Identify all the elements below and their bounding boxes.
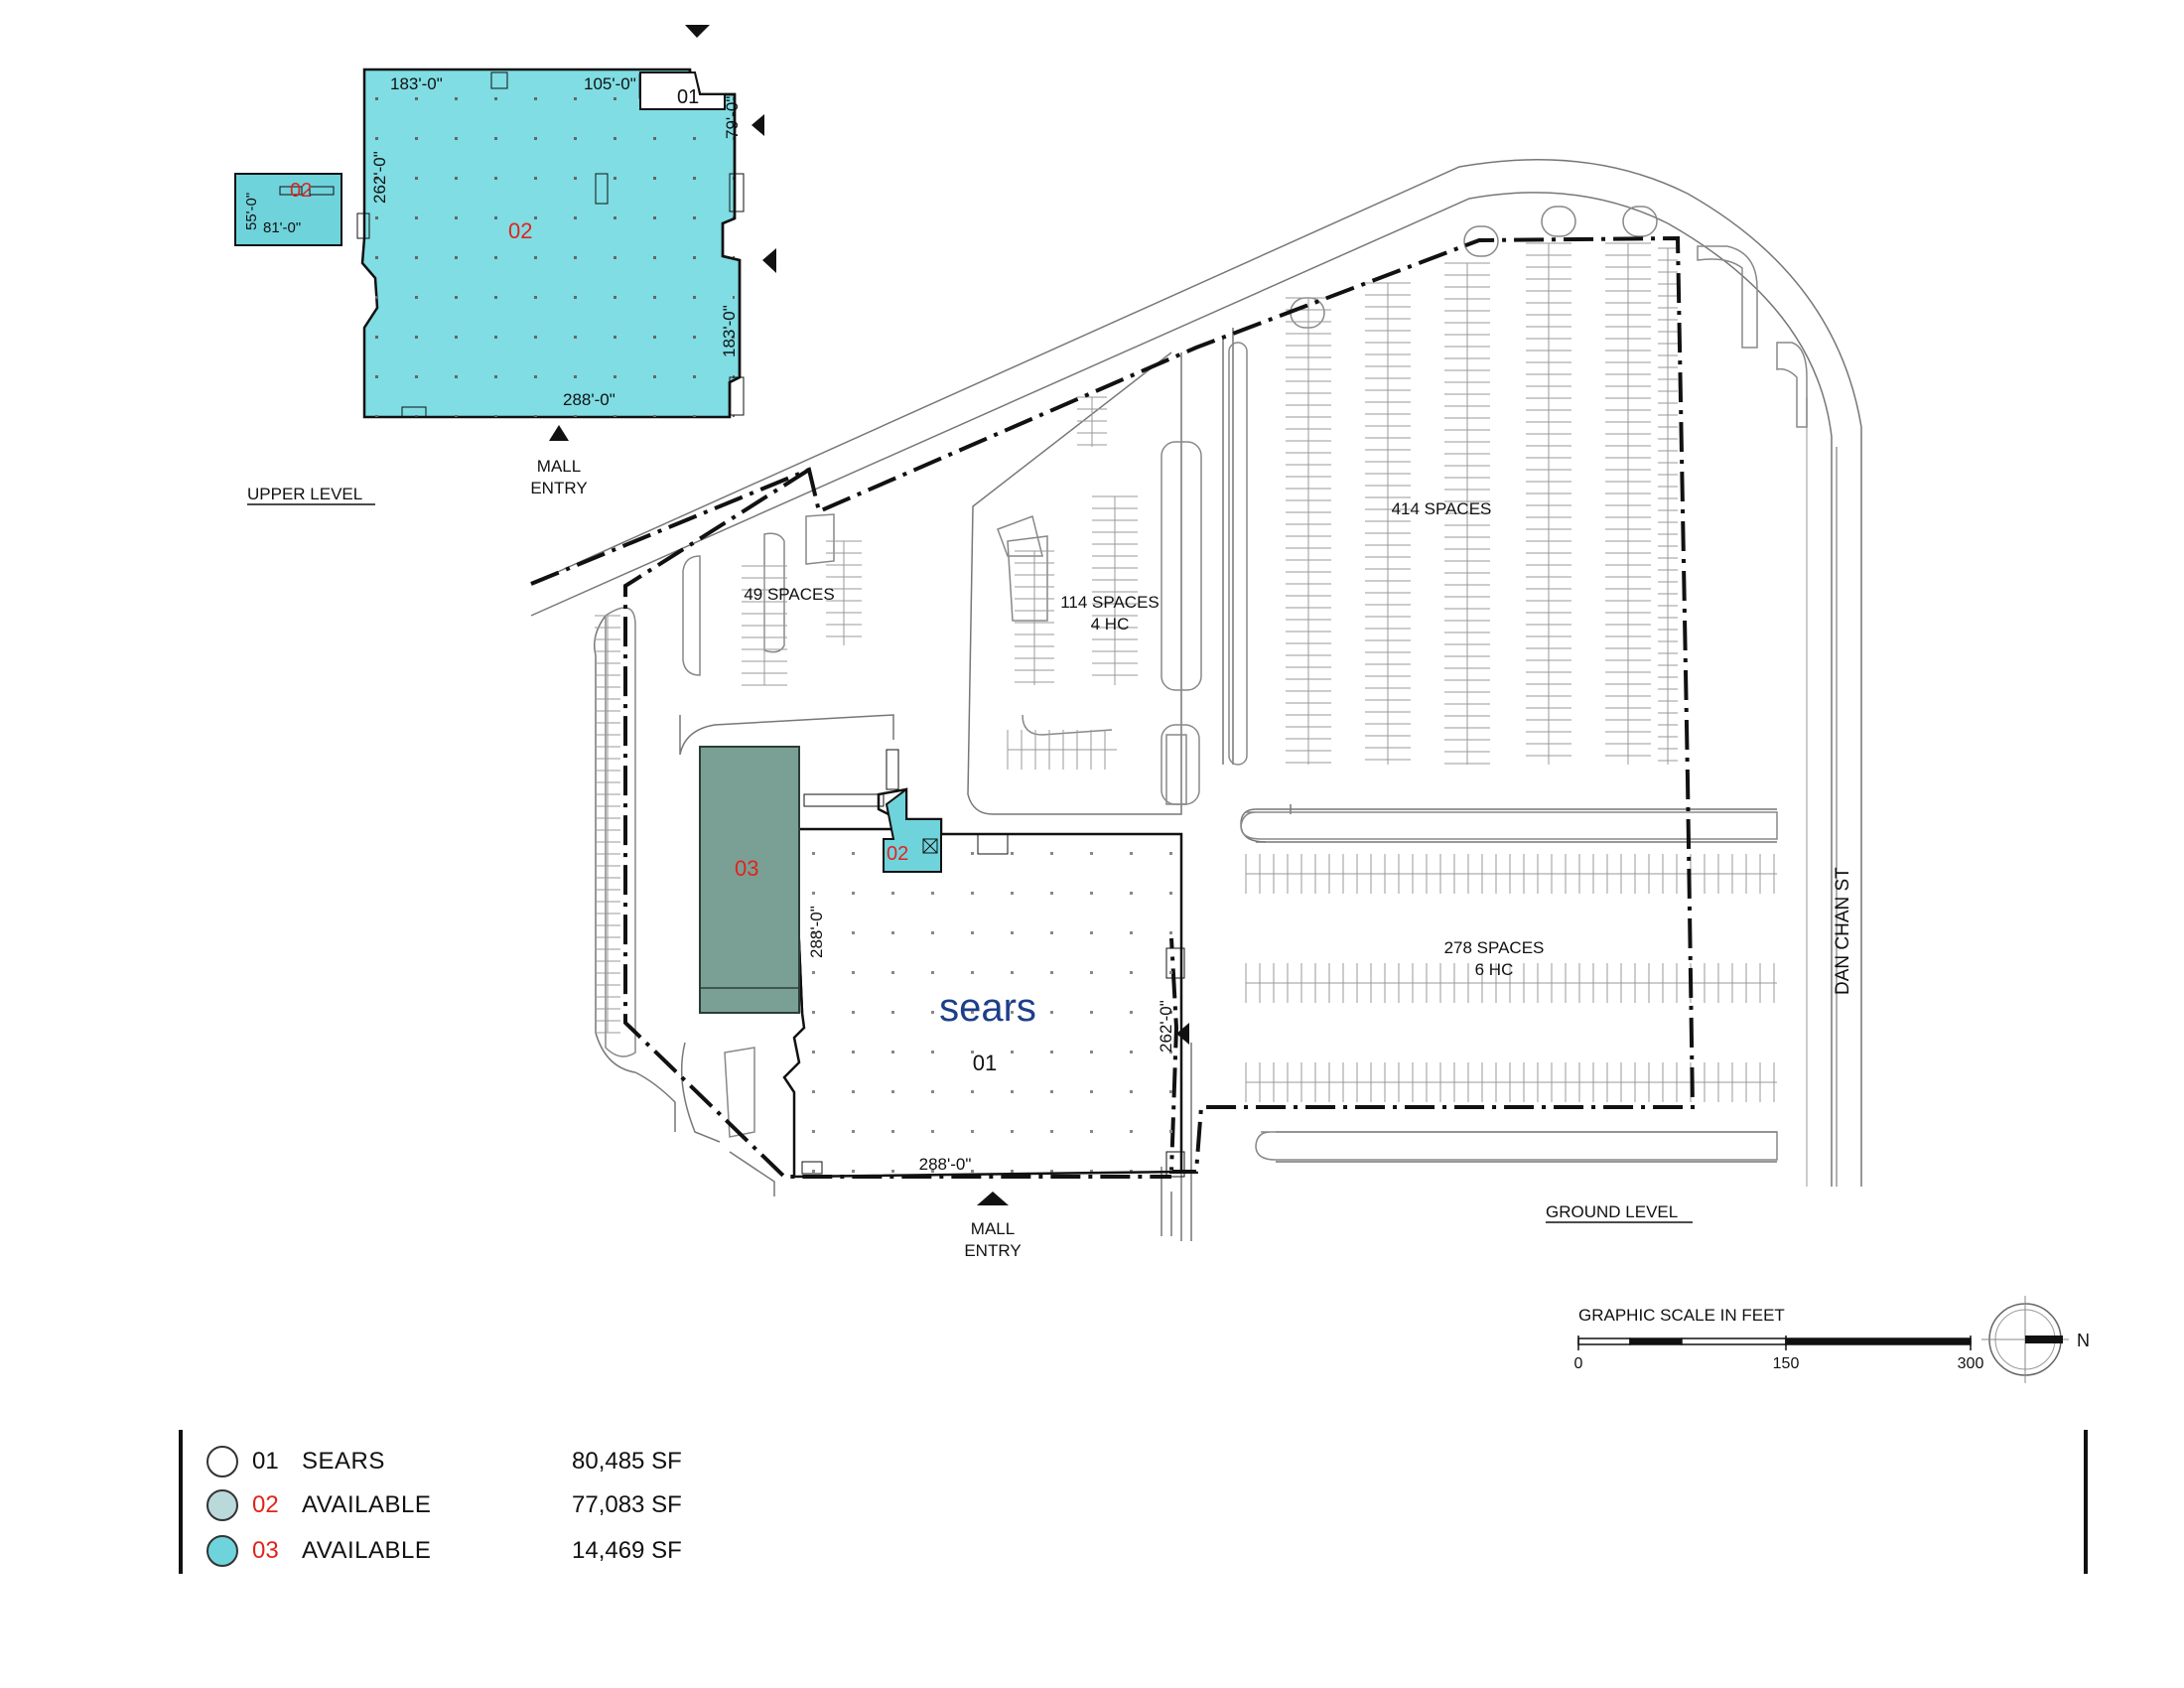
ground-dim-right: 262'-0" [1157, 1000, 1175, 1053]
legend: 01 SEARS 80,485 SF 02 AVAILABLE 77,083 S… [179, 1430, 2088, 1574]
ground-dim-left: 288'-0" [807, 906, 826, 958]
parking-414-label: 414 SPACES [1392, 499, 1492, 518]
street-label: DAN CHAN ST [1833, 867, 1853, 995]
upper-entry-line1: MALL [537, 457, 581, 476]
legend-name-02: AVAILABLE [302, 1491, 432, 1518]
upper-entry-line2: ENTRY [530, 479, 587, 497]
ground-unit-02-code: 02 [887, 843, 908, 865]
upper-dim-right-bottom: 183'-0" [720, 305, 739, 357]
north-arrow: N [1981, 1296, 2090, 1383]
legend-row-02: 02 AVAILABLE 77,083 SF [206, 1485, 682, 1525]
upper-dim-top-left: 183'-0" [390, 74, 443, 93]
sears-logo: sears [939, 986, 1036, 1030]
scale-tick-0: 0 [1574, 1355, 1583, 1372]
upper-dim-right-top: 79'-0" [723, 96, 742, 139]
ground-entry-line1: MALL [971, 1219, 1015, 1238]
legend-row-03: 03 AVAILABLE 14,469 SF [206, 1531, 682, 1571]
legend-area-03: 14,469 SF [572, 1537, 682, 1564]
legend-name-01: SEARS [302, 1448, 385, 1475]
parking-stripes [595, 242, 1777, 1102]
legend-area-01: 80,485 SF [572, 1448, 682, 1475]
legend-code-03: 03 [252, 1537, 279, 1564]
legend-row-01: 01 SEARS 80,485 SF [206, 1442, 682, 1481]
graphic-scale: GRAPHIC SCALE IN FEET 0 150 300 [1574, 1306, 1984, 1372]
legend-swatch-01 [206, 1446, 238, 1477]
ground-unit-03-code: 03 [735, 856, 758, 881]
ground-entry-line2: ENTRY [964, 1241, 1021, 1260]
parking-114-label: 114 SPACES [1060, 593, 1160, 612]
legend-swatch-02 [206, 1489, 238, 1521]
ground-dim-bottom: 288'-0" [919, 1155, 972, 1174]
parking-114-hc-label: 4 HC [1091, 615, 1130, 633]
legend-area-02: 77,083 SF [572, 1491, 682, 1518]
upper-annex-dim-height: 55'-0" [243, 193, 260, 230]
legend-name-03: AVAILABLE [302, 1537, 432, 1564]
upper-labels: 183'-0" 105'-0" 01 79'-0" 262'-0" 02 183… [243, 74, 742, 505]
upper-annex-code: 02 [290, 180, 312, 202]
north-label: N [2077, 1331, 2090, 1350]
parking-49-label: 49 SPACES [744, 585, 834, 604]
ground-level-title: GROUND LEVEL [1546, 1202, 1678, 1221]
upper-dim-left: 262'-0" [370, 151, 389, 204]
scale-tick-150: 150 [1773, 1355, 1800, 1372]
parking-278-hc-label: 6 HC [1475, 960, 1514, 979]
scale-title: GRAPHIC SCALE IN FEET [1578, 1306, 1785, 1325]
upper-level-title: UPPER LEVEL [247, 485, 362, 503]
landscape-islands [605, 206, 1808, 1161]
ground-unit-01-code: 01 [973, 1051, 997, 1075]
ground-building [699, 746, 1185, 1179]
scale-tick-300: 300 [1958, 1355, 1984, 1372]
ground-labels: 49 SPACES 114 SPACES 4 HC 414 SPACES 278… [735, 499, 1853, 1260]
legend-swatch-03 [206, 1535, 238, 1567]
entry-arrows [549, 25, 1189, 1205]
parking-278-label: 278 SPACES [1444, 938, 1545, 957]
upper-building [234, 68, 745, 419]
legend-code-01: 01 [252, 1448, 279, 1475]
upper-unit-01-code: 01 [677, 86, 699, 108]
upper-dim-top-right: 105'-0" [584, 74, 636, 93]
upper-unit-02-code: 02 [508, 218, 532, 243]
upper-annex-dim-width: 81'-0" [263, 219, 301, 236]
upper-dim-bottom: 288'-0" [563, 390, 615, 409]
legend-code-02: 02 [252, 1491, 279, 1518]
